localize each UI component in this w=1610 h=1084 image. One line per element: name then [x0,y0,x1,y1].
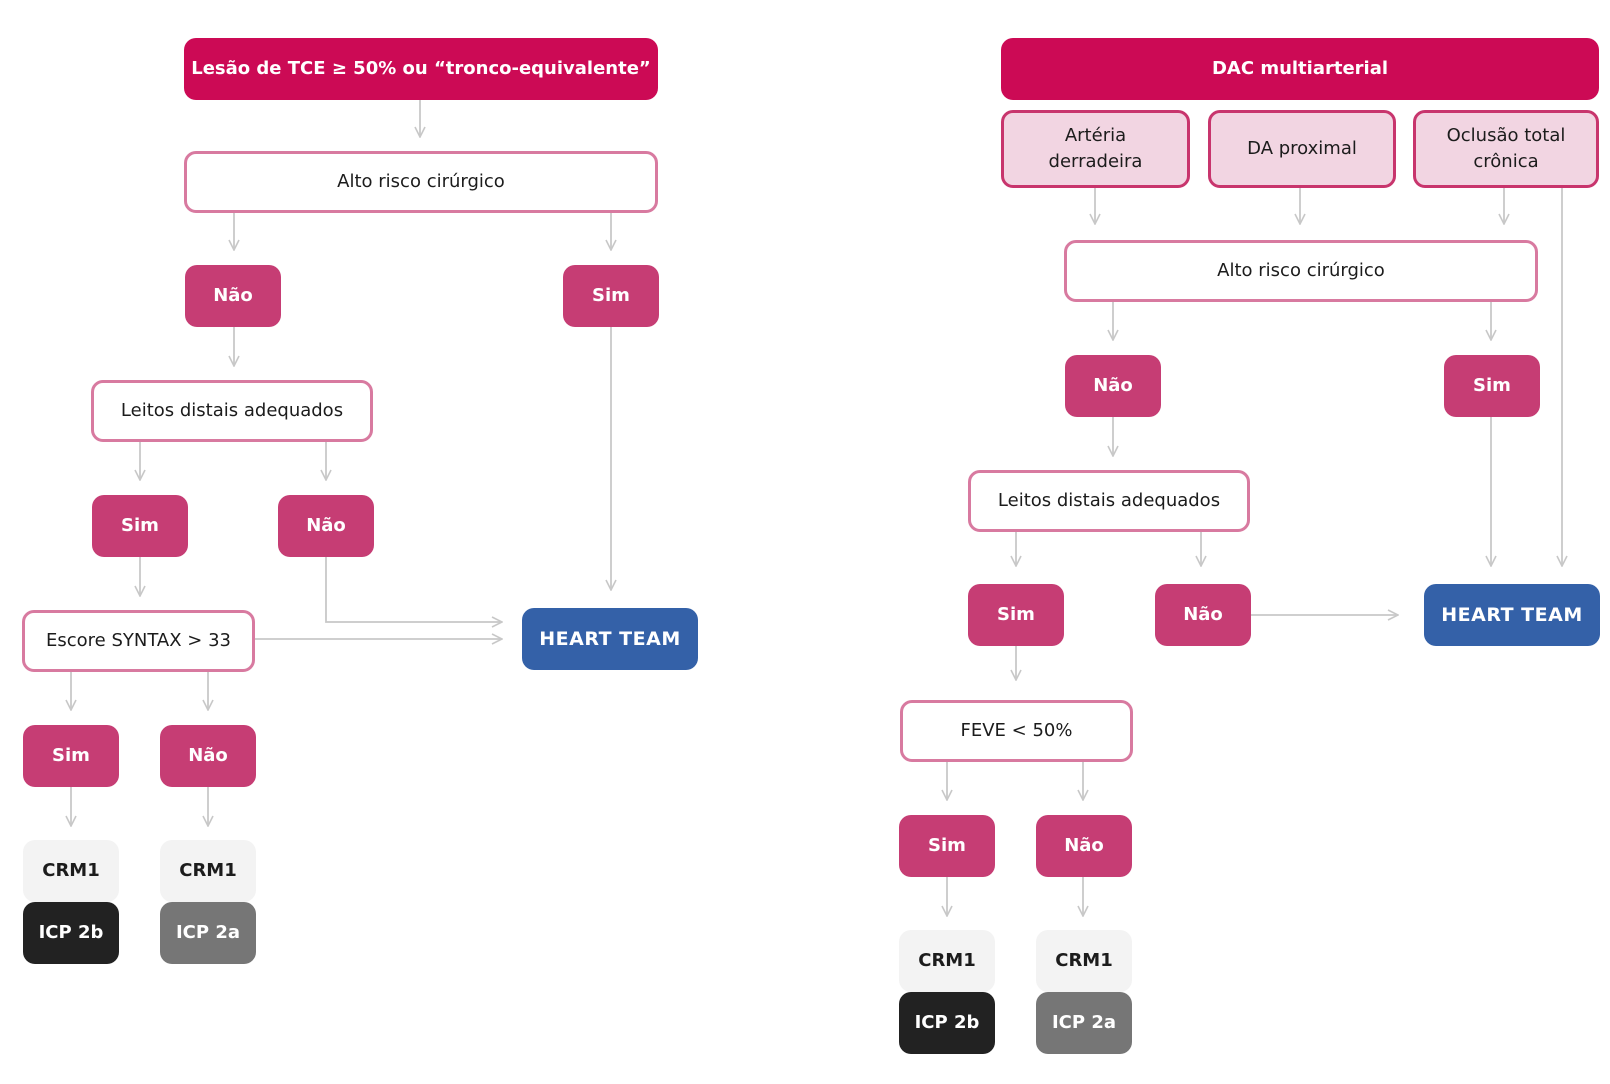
left-nao-1-node: Não [185,265,281,327]
left-sim-2-node: Sim [92,495,188,557]
left-heart-team-node: HEART TEAM [522,608,698,670]
left-crm-b-node: CRM1 [160,840,256,902]
left-title: Lesão de TCE ≥ 50% ou “tronco-equivalent… [184,38,658,100]
left-crm-a-node: CRM1 [23,840,119,902]
left-icp-2a-node: ICP 2a [160,902,256,964]
right-nao-2-node: Não [1155,584,1251,646]
right-cat-da-proximal: DA proximal [1208,110,1396,188]
right-feve-node: FEVE < 50% [900,700,1133,762]
arrow-nao-to-heart-team [325,557,502,622]
right-cat-arteria-derradeira: Artéria derradeira [1001,110,1190,188]
left-sim-3-node: Sim [23,725,119,787]
left-icp-2b-node: ICP 2b [23,902,119,964]
left-leitos-node: Leitos distais adequados [91,380,373,442]
right-heart-team-node: HEART TEAM [1424,584,1600,646]
right-nao-1-node: Não [1065,355,1161,417]
right-leitos-node: Leitos distais adequados [968,470,1250,532]
left-nao-3-node: Não [160,725,256,787]
right-icp-2a-node: ICP 2a [1036,992,1132,1054]
left-nao-2-node: Não [278,495,374,557]
right-cat-oclusao-total: Oclusão total crônica [1413,110,1599,188]
right-nao-3-node: Não [1036,815,1132,877]
left-sim-1-node: Sim [563,265,659,327]
right-icp-2b-node: ICP 2b [899,992,995,1054]
right-title: DAC multiarterial [1001,38,1599,100]
left-alto-risco-node: Alto risco cirúrgico [184,151,658,213]
right-sim-1-node: Sim [1444,355,1540,417]
right-crm-a-node: CRM1 [899,930,995,992]
right-alto-risco-node: Alto risco cirúrgico [1064,240,1538,302]
left-syntax-node: Escore SYNTAX > 33 [22,610,255,672]
right-sim-2-node: Sim [968,584,1064,646]
right-sim-3-node: Sim [899,815,995,877]
right-crm-b-node: CRM1 [1036,930,1132,992]
